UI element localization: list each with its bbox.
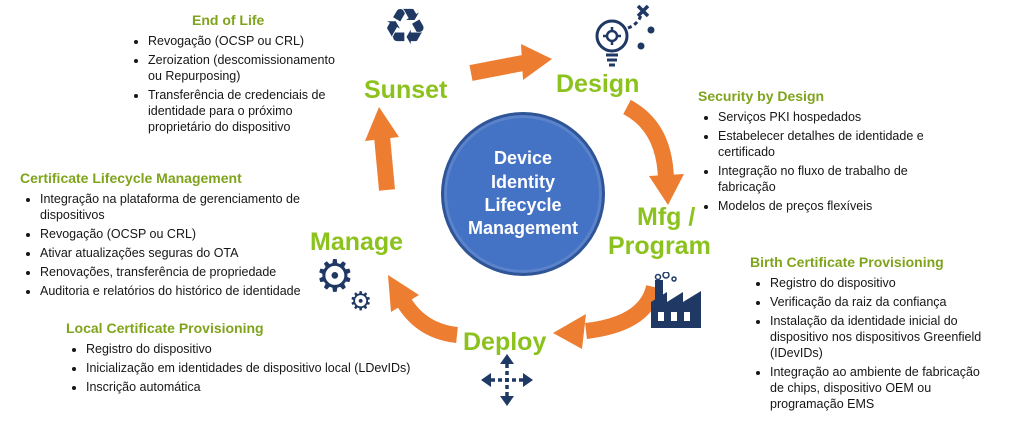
- bullet-list: Registro do dispositivoInicialização em …: [66, 341, 464, 395]
- bullet-item: Renovações, transferência de propriedade: [40, 264, 312, 280]
- lightbulb-strategy-icon: [588, 2, 660, 79]
- bullet-item: Estabelecer detalhes de identidade e cer…: [718, 128, 938, 160]
- panel-end-of-life: End of Life Revogação (OCSP ou CRL) Zeroi…: [128, 12, 340, 138]
- bullet-item: Integração na plataforma de gerenciament…: [40, 191, 312, 223]
- panel-heading: End of Life: [192, 12, 265, 28]
- panel-heading: Birth Certificate Provisioning: [750, 254, 944, 270]
- gears-icon: ⚙ ⚙: [315, 251, 373, 317]
- arrow-design-to-mfg: [622, 99, 684, 205]
- panel-security-by-design: Security by Design Serviços PKI hospedad…: [698, 88, 938, 217]
- circle-title-line: Identity: [490, 171, 555, 192]
- stage-label-deploy: Deploy: [463, 328, 547, 356]
- stage-label-mfg: Mfg /: [637, 203, 696, 231]
- bullet-item: Serviços PKI hospedados: [718, 109, 938, 125]
- arrow-manage-to-sunset: [365, 107, 399, 191]
- arrow-sunset-to-design: [469, 44, 552, 81]
- move-arrows-icon: [479, 352, 535, 413]
- bullet-item: Zeroization (descomissionamento ou Repur…: [148, 52, 340, 84]
- center-circle: Device Identity Lifecycle Management: [441, 112, 605, 276]
- bullet-item: Verificação da raiz da confiança: [770, 294, 982, 310]
- factory-icon: [645, 271, 707, 335]
- panel-heading: Local Certificate Provisioning: [66, 320, 264, 336]
- bullet-item: Registro do dispositivo: [86, 341, 464, 357]
- bullet-item: Inicialização em identidades de disposit…: [86, 360, 464, 376]
- panel-heading: Security by Design: [698, 88, 825, 104]
- circle-title-line: Management: [467, 218, 579, 239]
- bullet-item: Revogação (OCSP ou CRL): [148, 33, 340, 49]
- stage-label-sunset: Sunset: [364, 76, 448, 104]
- bullet-list: Revogação (OCSP ou CRL) Zeroization (desc…: [128, 33, 340, 135]
- stage-label-manage: Manage: [310, 228, 404, 256]
- circle-title-line: Device: [493, 148, 553, 169]
- panel-birth-certificate-provisioning: Birth Certificate Provisioning Registro …: [750, 254, 982, 415]
- bullet-item: Auditoria e relatórios do histórico de i…: [40, 283, 312, 299]
- bullet-item: Integração no fluxo de trabalho de fabri…: [718, 163, 938, 195]
- panel-heading: Certificate Lifecycle Management: [20, 170, 242, 186]
- stage-label-program: Program: [608, 232, 711, 260]
- bullet-list: Integração na plataforma de gerenciament…: [20, 191, 312, 299]
- bullet-item: Instalação da identidade inicial do disp…: [770, 313, 982, 361]
- bullet-item: Revogação (OCSP ou CRL): [40, 226, 312, 242]
- stage-label-design: Design: [556, 70, 640, 98]
- bullet-list: Registro do dispositivoVerificação da ra…: [750, 275, 982, 412]
- arrow-mfg-to-deploy: [553, 284, 662, 349]
- bullet-item: Transferência de credenciais de identida…: [148, 87, 340, 135]
- bullet-list: Serviços PKI hospedadosEstabelecer detal…: [698, 109, 938, 214]
- recycle-icon: ♻: [383, 0, 428, 56]
- bullet-item: Modelos de preços flexíveis: [718, 198, 938, 214]
- bullet-item: Ativar atualizações seguras do OTA: [40, 245, 312, 261]
- bullet-item: Registro do dispositivo: [770, 275, 982, 291]
- bullet-item: Inscrição automática: [86, 379, 464, 395]
- panel-certificate-lifecycle-management: Certificate Lifecycle Management Integra…: [20, 170, 312, 302]
- panel-local-certificate-provisioning: Local Certificate Provisioning Registro …: [66, 320, 464, 398]
- circle-title-line: Lifecycle: [484, 195, 562, 215]
- bullet-item: Integração ao ambiente de fabricação de …: [770, 364, 982, 412]
